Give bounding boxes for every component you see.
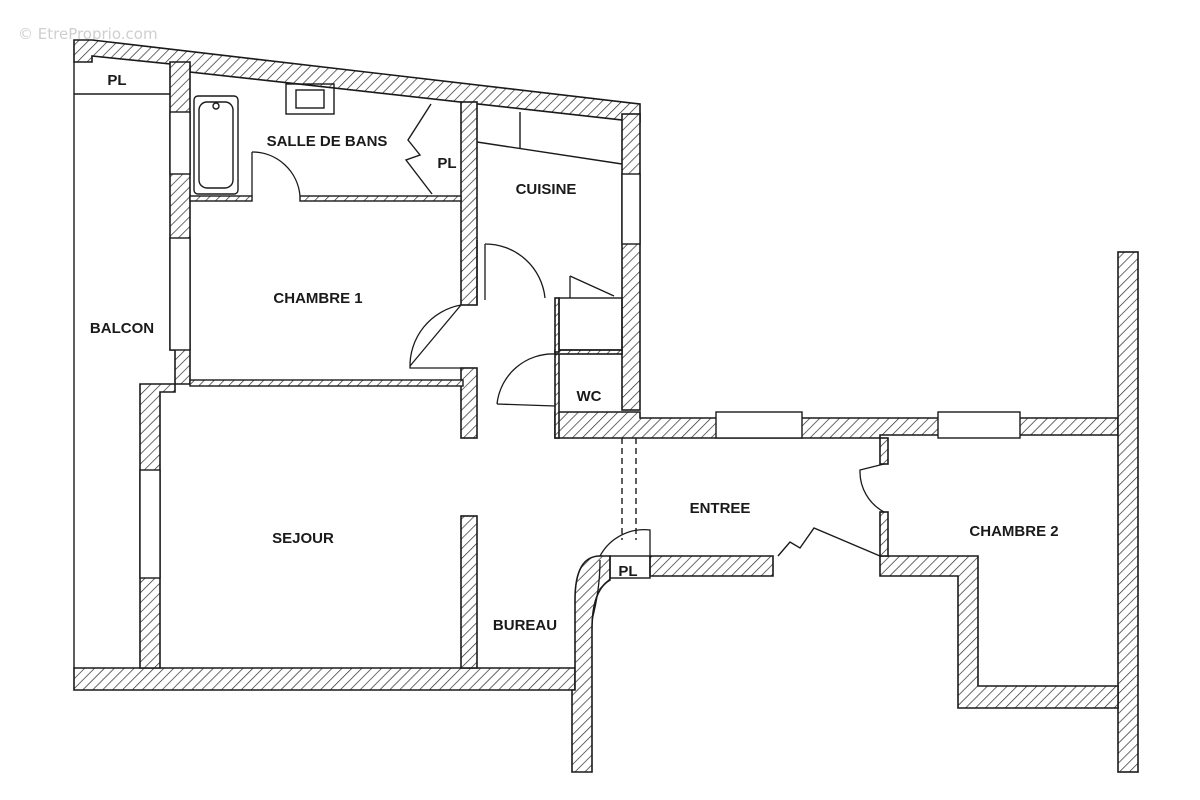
window-corridor-1 — [715, 411, 803, 439]
placard-entree-box — [609, 555, 651, 579]
wall-bath-right — [460, 101, 478, 306]
pantry-box — [558, 297, 623, 351]
bathtub-inner — [198, 101, 234, 189]
label-placard-salle-de-bains: PL — [437, 155, 456, 172]
wall-chambre2-step — [879, 555, 1119, 709]
window-bath-west — [169, 111, 191, 175]
wall-kitchen-right — [621, 113, 641, 411]
wall-chambre2-left-upper — [879, 437, 889, 465]
bureau-door-arc — [591, 559, 601, 621]
bath-placard-folding-door — [404, 103, 433, 195]
bathtub-drain — [212, 102, 220, 110]
pantry-door — [569, 275, 615, 298]
window-sejour-west — [139, 469, 161, 579]
wall-bath-bottom-left — [189, 195, 253, 202]
label-placard-top-left: PL — [107, 72, 126, 89]
windows — [139, 111, 1021, 579]
fixtures — [193, 83, 335, 195]
bathroom-sink — [285, 83, 335, 115]
chambre1-door-leaf — [409, 304, 462, 367]
chambre1-door-arc — [409, 304, 462, 369]
partitions — [73, 62, 881, 668]
bath-door-arc — [251, 151, 301, 197]
wall-bottom — [73, 667, 576, 691]
wall-corridor-top — [554, 411, 1119, 439]
label-balcon: BALCON — [90, 320, 154, 337]
entree-folding-door — [777, 527, 881, 557]
window-chambre1-west — [169, 237, 191, 351]
kitchen-door-arc — [484, 243, 546, 299]
wall-chambre2-left-lower — [879, 511, 889, 557]
window-corridor-2 — [937, 411, 1021, 439]
wall-entree-bottom — [649, 555, 774, 577]
label-sejour: SEJOUR — [272, 530, 334, 547]
wall-top-slanted — [73, 39, 641, 123]
wall-sejour-partition-lower — [460, 515, 478, 669]
label-placard-entree: PL — [618, 563, 637, 580]
label-chambre-1: CHAMBRE 1 — [273, 290, 362, 307]
label-cuisine: CUISINE — [516, 181, 577, 198]
label-salle-de-bains: SALLE DE BANS — [267, 133, 388, 150]
label-wc: WC — [577, 388, 602, 405]
wall-bath-bottom-right — [299, 195, 462, 202]
room-labels: PL SALLE DE BANS PL CUISINE CHAMBRE 1 BA… — [90, 72, 1059, 634]
wall-right — [1117, 251, 1139, 773]
walls — [73, 39, 1139, 773]
label-bureau: BUREAU — [493, 617, 557, 634]
wall-bureau-curved — [571, 555, 611, 773]
doors — [251, 151, 885, 621]
chambre2-door — [859, 463, 885, 513]
wall-chambre1-sejour — [189, 379, 464, 387]
wall-wc-left — [554, 351, 560, 439]
wall-sejour-partition-upper — [460, 367, 478, 439]
watermark-text: © EtreProprio.com — [18, 25, 158, 43]
bathtub — [193, 95, 239, 195]
window-kitchen-east — [621, 173, 641, 245]
kitchen-counter-line — [476, 141, 623, 165]
label-chambre-2: CHAMBRE 2 — [969, 523, 1058, 540]
placard-entree-door — [599, 528, 651, 557]
label-entree: ENTREE — [690, 500, 751, 517]
bathroom-sink-basin — [295, 89, 325, 109]
wc-door-arc — [496, 353, 556, 405]
wc-door-leaf — [496, 403, 556, 407]
